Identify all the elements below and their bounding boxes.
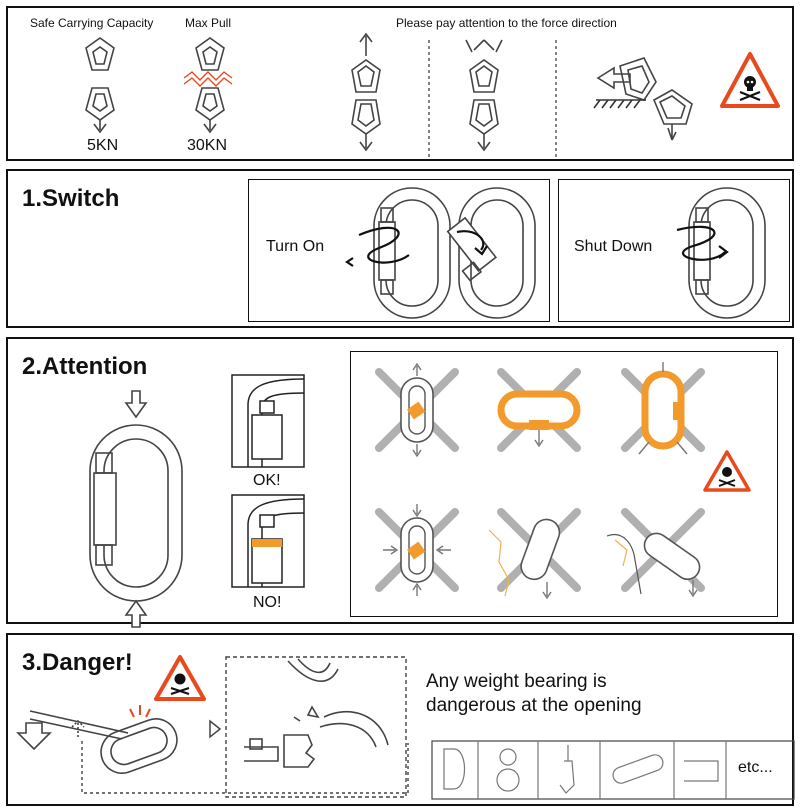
force-direction-label: Please pay attention to the force direct… bbox=[396, 16, 617, 30]
direction-angled-icon bbox=[465, 39, 503, 152]
safe-capacity-value: 5KN bbox=[87, 137, 119, 154]
danger-message-line1: Any weight bearing is bbox=[426, 671, 607, 692]
attention-left-diagram bbox=[89, 374, 305, 628]
wrong-sideways-icon bbox=[501, 372, 577, 448]
switch-title: 1.Switch bbox=[22, 185, 120, 212]
attention-panel: 2.Attention bbox=[6, 337, 794, 628]
chain-icon bbox=[612, 754, 664, 784]
attention-title: 2.Attention bbox=[22, 353, 148, 380]
ok-label: OK! bbox=[253, 472, 281, 489]
turn-on-box: Turn On bbox=[248, 179, 550, 322]
next-arrow-icon bbox=[209, 719, 222, 739]
top-diagrams bbox=[85, 32, 780, 158]
force-panel: Safe Carrying Capacity Max Pull Please p… bbox=[6, 6, 794, 161]
skull-warning-small-icon bbox=[703, 450, 751, 492]
danger-title: 3.Danger! bbox=[22, 649, 133, 676]
direction-edge-icon bbox=[593, 57, 693, 141]
carabiner-icon bbox=[373, 187, 451, 319]
danger-diagrams bbox=[16, 655, 795, 800]
ring-pair-safe-icon bbox=[85, 37, 115, 134]
loaded-gate-icon bbox=[29, 705, 178, 774]
connector-line bbox=[81, 741, 409, 794]
safe-capacity-label: Safe Carrying Capacity bbox=[30, 16, 154, 30]
direction-ok-icon bbox=[351, 32, 381, 152]
carabiner-closed-icon bbox=[688, 187, 766, 319]
down-arrow-icon bbox=[16, 722, 52, 751]
rope-hook-icon bbox=[559, 745, 575, 794]
wrong-cliff-icon bbox=[606, 512, 704, 598]
d-ring-icon bbox=[443, 748, 465, 790]
ring-pair-max-icon bbox=[195, 37, 225, 134]
carabiner-open-icon bbox=[446, 187, 536, 319]
wrong-rock-edge-icon bbox=[488, 512, 577, 600]
turn-on-label: Turn On bbox=[266, 238, 325, 255]
etc-label: etc... bbox=[738, 759, 773, 776]
examples-strip bbox=[431, 740, 795, 800]
max-pull-value: 30KN bbox=[187, 137, 228, 154]
no-label: NO! bbox=[253, 594, 282, 611]
skull-warning-danger-icon bbox=[154, 655, 206, 701]
wrong-three-way-icon bbox=[625, 362, 701, 455]
figure-eight-icon bbox=[496, 748, 520, 792]
danger-panel: 3.Danger! Any weight bearing is dangerou… bbox=[6, 633, 795, 806]
broken-gate-icon bbox=[244, 658, 389, 768]
shut-down-label: Shut Down bbox=[574, 238, 653, 255]
staple-icon bbox=[684, 760, 719, 782]
danger-message-line2: dangerous at the opening bbox=[426, 695, 642, 716]
wrong-compression-icon bbox=[379, 504, 455, 596]
ok-closeup-icon bbox=[231, 374, 305, 468]
wrong-usage-grid bbox=[351, 362, 751, 600]
shut-down-diagram bbox=[676, 187, 766, 319]
switch-panel: 1.Switch Turn On bbox=[6, 169, 794, 328]
shut-down-box: Shut Down bbox=[558, 179, 790, 322]
no-closeup-icon bbox=[231, 494, 305, 588]
max-pull-label: Max Pull bbox=[185, 16, 232, 30]
turn-on-diagram bbox=[345, 187, 536, 319]
wrong-usage-box bbox=[350, 351, 778, 617]
closeup-frame bbox=[225, 656, 407, 798]
big-carabiner-icon bbox=[89, 390, 183, 628]
skull-warning-icon bbox=[720, 52, 780, 108]
wrong-cross-loading-icon bbox=[379, 362, 455, 458]
